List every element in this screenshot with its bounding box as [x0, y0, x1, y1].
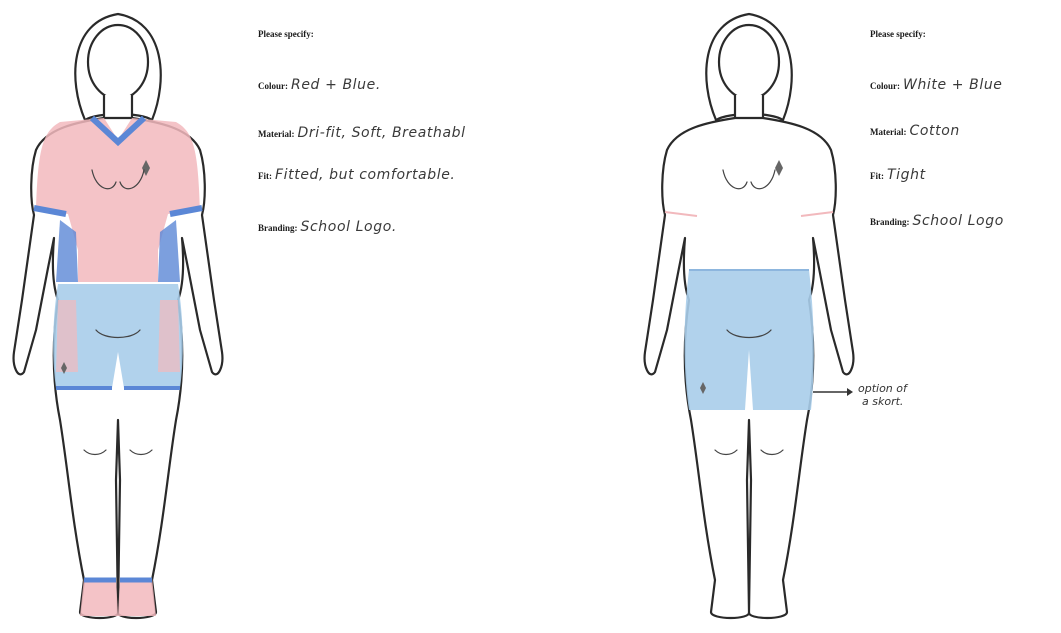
annotation-line-2: a skort. — [862, 395, 907, 408]
branding-value: School Logo — [913, 213, 1004, 229]
branding-label: Branding: — [258, 223, 298, 233]
colour-label: Colour: — [870, 81, 900, 91]
material-value: Dri-fit, Soft, Breathabl — [297, 125, 465, 141]
annotation-line-1: option of — [858, 382, 907, 395]
fit-value: Tight — [887, 167, 926, 183]
material-value: Cotton — [909, 123, 959, 139]
heading: Please specify: — [870, 29, 926, 39]
branding-value: School Logo. — [301, 219, 397, 235]
sock-left — [80, 578, 118, 616]
fit-label: Fit: — [258, 171, 272, 181]
skort-annotation: option of a skort. — [858, 382, 907, 408]
design-sheet-left: Please specify: Colour:Red + Blue. Mater… — [0, 0, 530, 633]
colour-value: White + Blue — [903, 77, 1003, 93]
body-figure-right — [611, 0, 911, 633]
spec-panel-right: Please specify: Colour:White + Blue Mate… — [870, 24, 1060, 244]
colour-value: Red + Blue. — [291, 77, 381, 93]
branding-label: Branding: — [870, 217, 910, 227]
spec-panel-left: Please specify: Colour:Red + Blue. Mater… — [258, 24, 528, 244]
sock-right — [118, 578, 156, 616]
material-label: Material: — [870, 127, 906, 137]
material-label: Material: — [258, 129, 294, 139]
fit-label: Fit: — [870, 171, 884, 181]
fit-value: Fitted, but comfortable. — [275, 167, 455, 183]
design-sheet-right: option of a skort. Please specify: Colou… — [531, 0, 1061, 633]
body-figure-left — [0, 0, 230, 633]
heading: Please specify: — [258, 29, 314, 39]
colour-label: Colour: — [258, 81, 288, 91]
